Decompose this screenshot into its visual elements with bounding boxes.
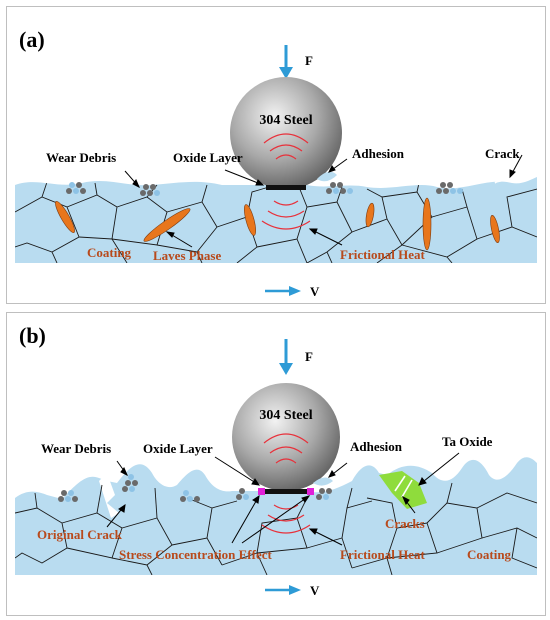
original-crack-label: Original Crack (37, 527, 123, 542)
original-crack-mark (99, 473, 119, 518)
velocity-label: V (310, 583, 320, 598)
frictional-heat-label: Frictional Heat (340, 247, 426, 262)
ta-oxide-region (379, 471, 427, 509)
adhesion-label: Adhesion (352, 146, 405, 161)
wear-debris-particles (66, 182, 463, 196)
panel-label: (b) (19, 323, 46, 348)
annotation-arrows (124, 154, 523, 248)
adhesion-mark (313, 477, 333, 486)
cracks-label: Cracks (385, 516, 425, 531)
adhesion-label: Adhesion (350, 439, 403, 454)
velocity-arrow (265, 286, 301, 296)
stress-point-left (258, 488, 265, 495)
steel-ball (232, 383, 340, 491)
laves-phase-label: Laves Phase (153, 248, 221, 263)
stress-concentration-label: Stress Concentration Effect (119, 547, 273, 562)
annotation-arrows (106, 452, 460, 546)
ball-label: 304 Steel (259, 113, 312, 128)
crack-mark (494, 174, 514, 184)
steel-ball (230, 77, 342, 189)
frictional-heat-label: Frictional Heat (340, 547, 426, 562)
ta-oxide-cracks (394, 475, 413, 498)
laves-phase-particles (55, 197, 500, 251)
coating-heat-arcs (261, 504, 311, 534)
ta-oxide-label: Ta Oxide (442, 434, 493, 449)
oxide-layer-label: Oxide Layer (143, 441, 213, 456)
force-arrow (279, 339, 293, 375)
oxide-layer-bar (263, 489, 309, 494)
panel-label: (a) (19, 27, 45, 52)
oxide-layer-bar (266, 185, 306, 190)
panel-b: (b) F (6, 312, 546, 616)
velocity-arrow (265, 585, 301, 595)
force-label: F (305, 349, 313, 364)
ball-label: 304 Steel (259, 408, 312, 423)
coating-label: Coating (467, 547, 512, 562)
velocity-label: V (310, 284, 320, 299)
wear-debris-label: Wear Debris (46, 150, 116, 165)
ball-heat-arcs (263, 433, 309, 464)
oxide-layer-label: Oxide Layer (173, 150, 243, 165)
adhesion-mark (317, 171, 337, 182)
panel-b-diagram: (b) F (15, 323, 537, 598)
panel-a-diagram: (a) F (15, 27, 537, 299)
force-arrow (279, 45, 293, 79)
coating-heat-arcs (261, 200, 311, 230)
stress-point-right (307, 488, 314, 495)
crack-label: Crack (485, 146, 520, 161)
panel-a: (a) F (6, 6, 546, 304)
force-label: F (305, 53, 313, 68)
wear-debris-particles (58, 474, 332, 502)
coating-label: Coating (87, 245, 132, 260)
grain-boundaries (15, 482, 537, 575)
wear-debris-label: Wear Debris (41, 441, 111, 456)
ball-heat-arcs (263, 133, 309, 160)
